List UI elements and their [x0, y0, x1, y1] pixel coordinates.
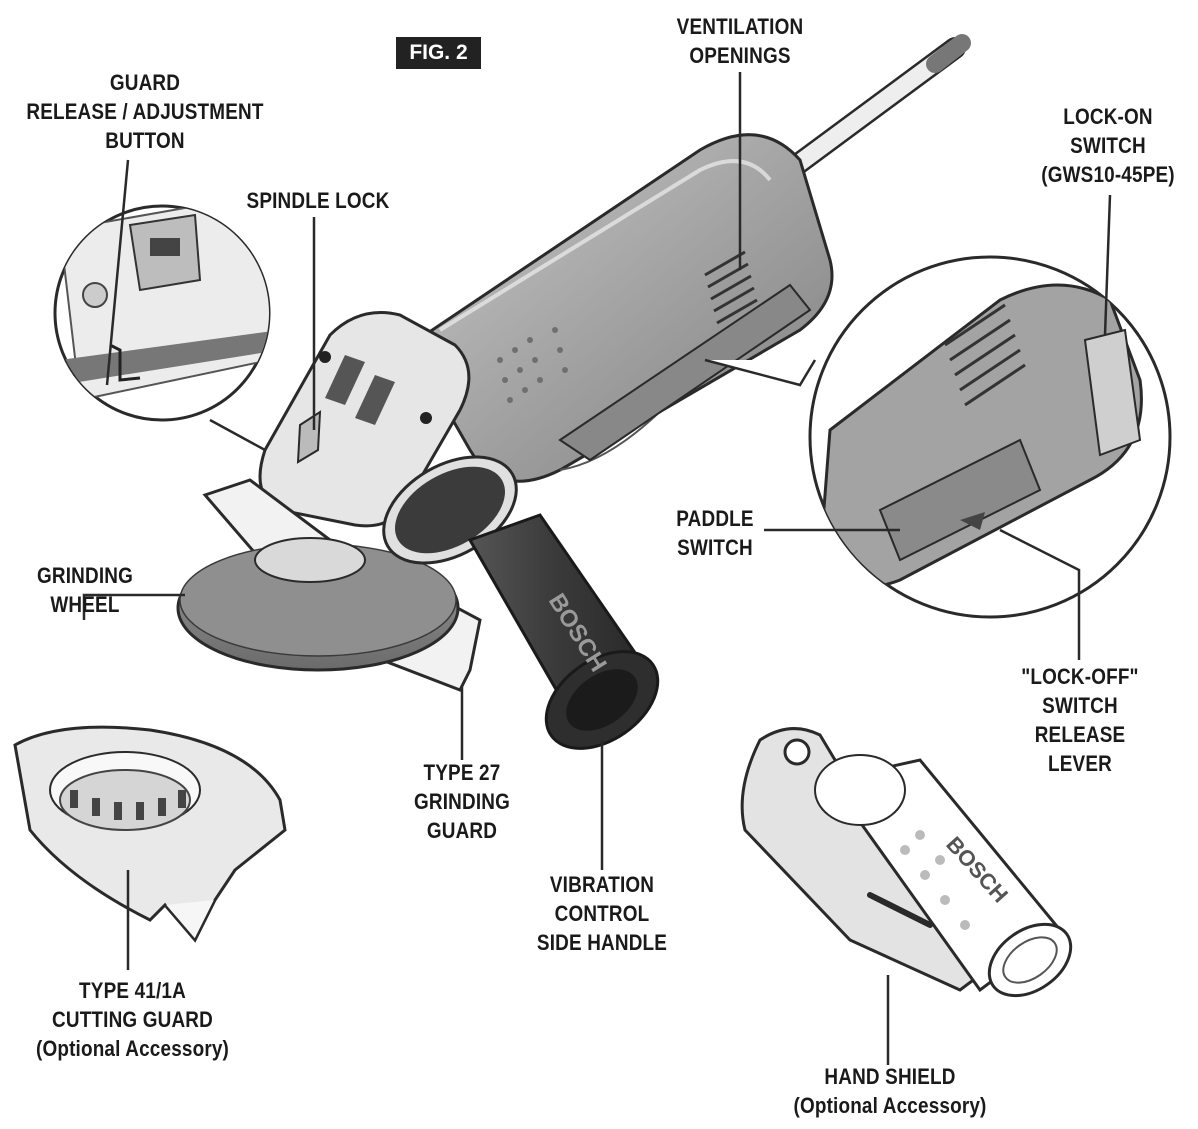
gear-head — [258, 311, 471, 528]
label-hand-shield: HAND SHIELD (Optional Accessory) — [793, 1064, 987, 1118]
label-lock-on-switch: LOCK-ON SWITCH (GWS10-45PE) — [1041, 104, 1175, 187]
hand-shield-shape: BOSCH — [740, 727, 1073, 998]
lock-on-switch-part — [1083, 328, 1142, 457]
leader-grinding-wheel — [82, 593, 185, 620]
label-vibration-side-handle: VIBRATION CONTROL SIDE HANDLE — [536, 872, 668, 955]
motor-housing — [408, 133, 834, 483]
leader-guard-release — [105, 159, 130, 386]
leader-lock-off — [999, 528, 1081, 660]
label-lock-off-lever: "LOCK-OFF" SWITCH RELEASE LEVER — [1021, 664, 1139, 776]
power-cord — [779, 34, 971, 181]
detail-circle-guard-release — [53, 204, 271, 452]
label-grinding-wheel: GRINDING WHEEL — [37, 563, 133, 617]
label-guard-release: GUARD RELEASE / ADJUSTMENT BUTTON — [26, 70, 264, 153]
grip-texture — [497, 327, 568, 403]
detail-circle-switches — [704, 255, 1172, 619]
leader-lock-on — [1103, 194, 1112, 336]
label-type27-guard: TYPE 27 GRINDING GUARD — [414, 760, 510, 843]
paddle-switch-part — [878, 438, 1042, 562]
side-handle-shape: BOSCH — [382, 455, 660, 750]
label-type41-guard: TYPE 41/1A CUTTING GUARD (Optional Acces… — [35, 978, 230, 1061]
leader-lines — [82, 72, 1112, 1065]
label-ventilation-openings: VENTILATION OPENINGS — [676, 14, 804, 68]
paddle-underside — [558, 283, 812, 462]
figure-tag: FIG. 2 — [396, 37, 481, 69]
label-spindle-lock: SPINDLE LOCK — [246, 188, 390, 213]
type41-guard-shape — [13, 725, 287, 943]
grinding-wheel-shape — [176, 537, 460, 672]
ventilation-openings — [704, 250, 758, 325]
label-paddle-switch: PADDLE SWITCH — [676, 506, 754, 560]
